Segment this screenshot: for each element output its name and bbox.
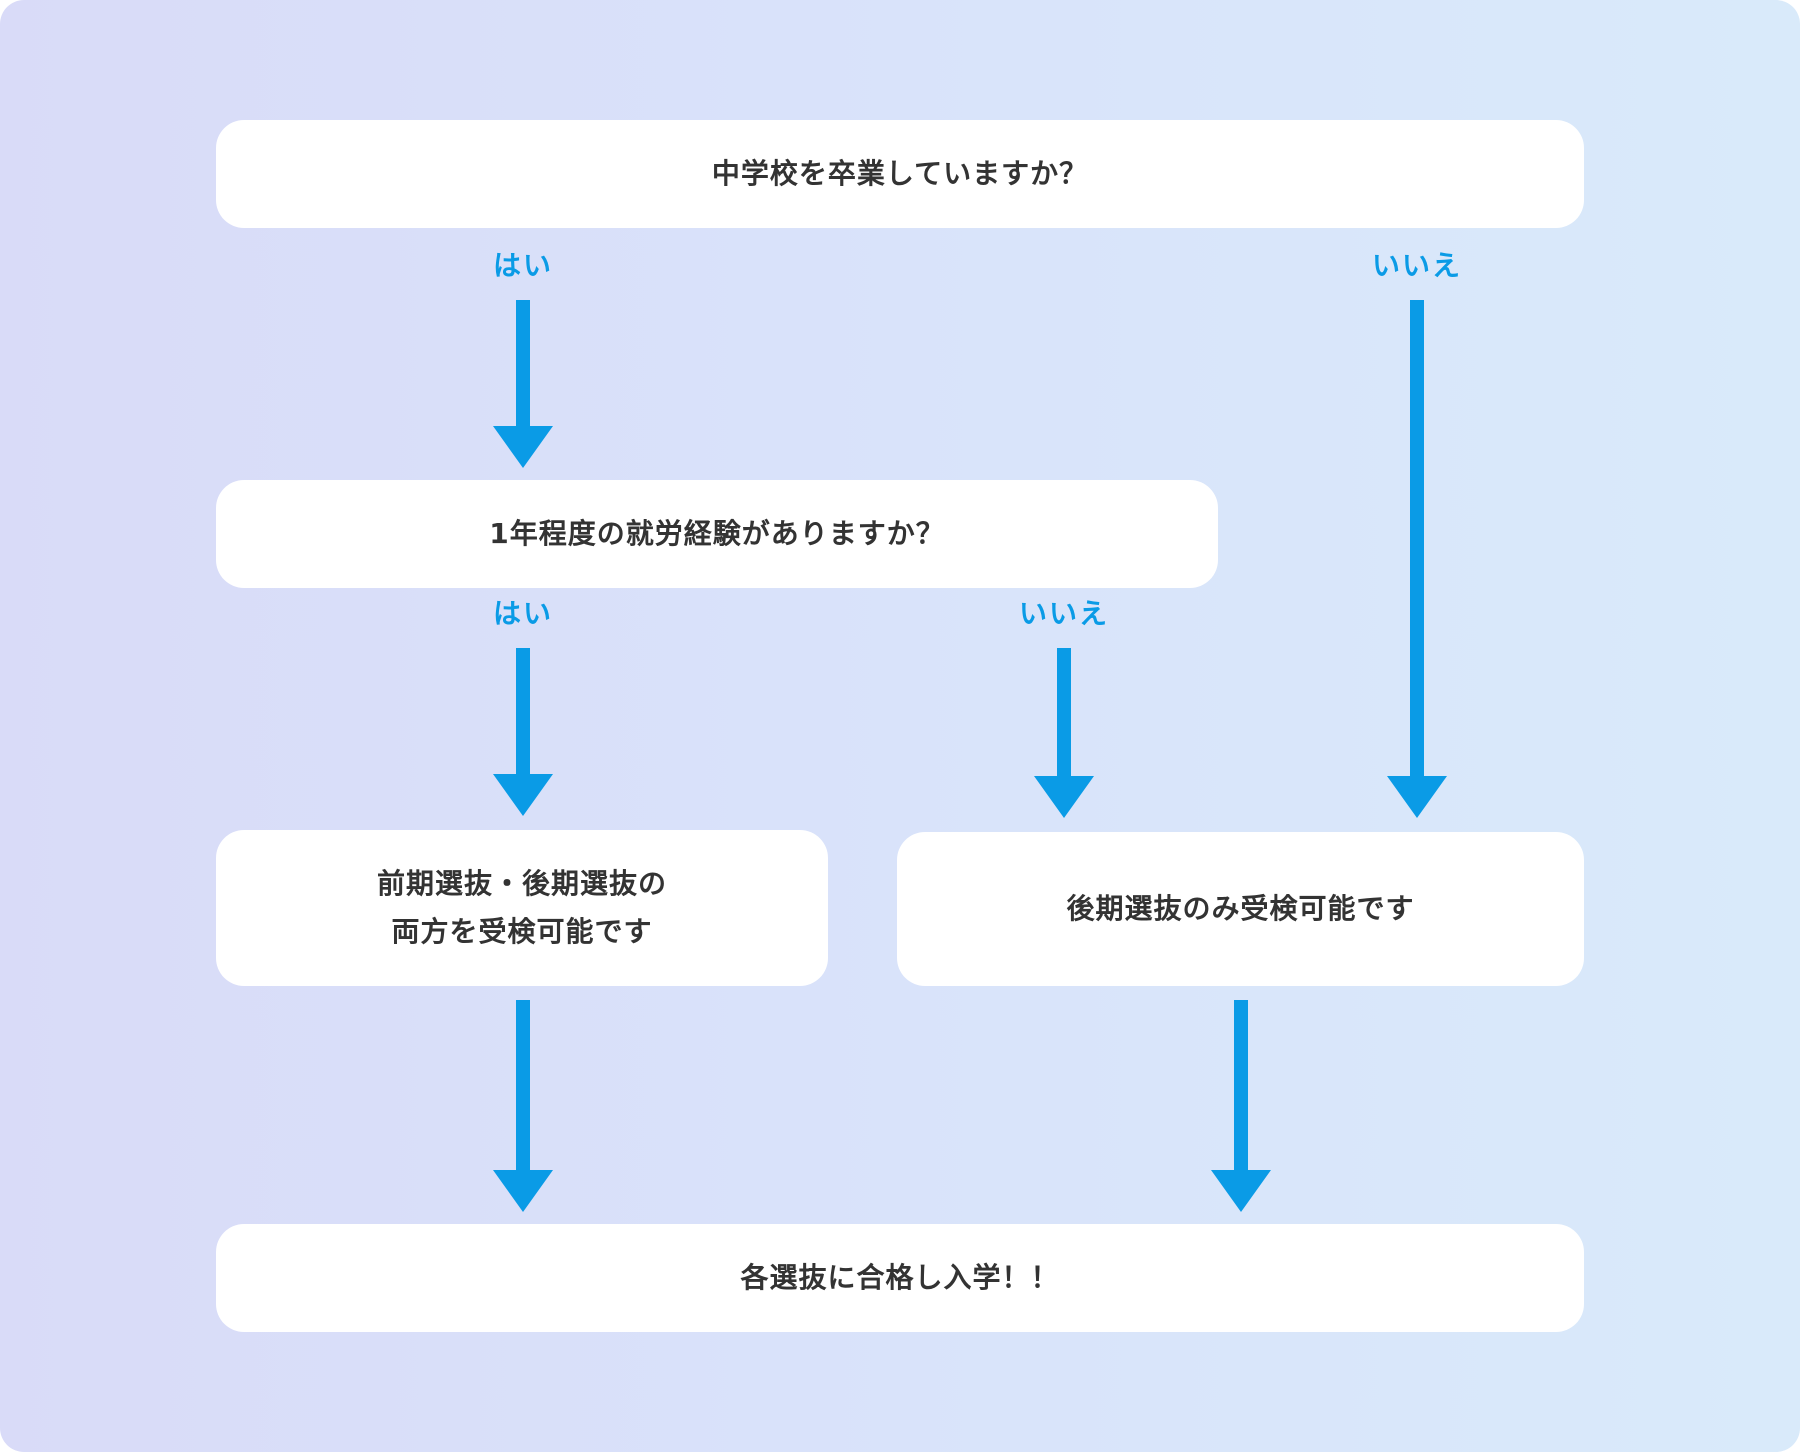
result-late-text: 後期選抜のみ受検可能です (1066, 892, 1415, 925)
arrow-late-to-final (1211, 1000, 1271, 1212)
result-both-line-1: 前期選抜・後期選抜の (376, 867, 667, 900)
result-both-line-2: 両方を受検可能です (391, 915, 653, 948)
arrow-q1-no (1387, 300, 1447, 818)
q2-yes-label: はい (492, 597, 553, 630)
final-admission: 各選抜に合格し入学！！ (216, 1224, 1584, 1332)
arrow-q2-no (1034, 648, 1094, 818)
q2-no-label: いいえ (1018, 597, 1109, 630)
arrow-both-to-final (493, 1000, 553, 1212)
question-1-text: 中学校を卒業していますか？ (711, 157, 1089, 190)
question-junior-high-graduated: 中学校を卒業していますか？ (216, 120, 1584, 228)
result-late-selection-only: 後期選抜のみ受検可能です (897, 832, 1584, 986)
question-2-text: 1年程度の就労経験がありますか？ (489, 517, 945, 550)
final-text: 各選抜に合格し入学！！ (740, 1261, 1060, 1294)
arrow-q2-yes (493, 648, 553, 816)
q1-yes-label: はい (492, 249, 553, 282)
question-work-experience: 1年程度の就労経験がありますか？ (216, 480, 1218, 588)
q1-no-label: いいえ (1371, 249, 1462, 282)
arrow-q1-yes (493, 300, 553, 468)
result-both-selections: 前期選抜・後期選抜の 両方を受検可能です (216, 830, 828, 986)
